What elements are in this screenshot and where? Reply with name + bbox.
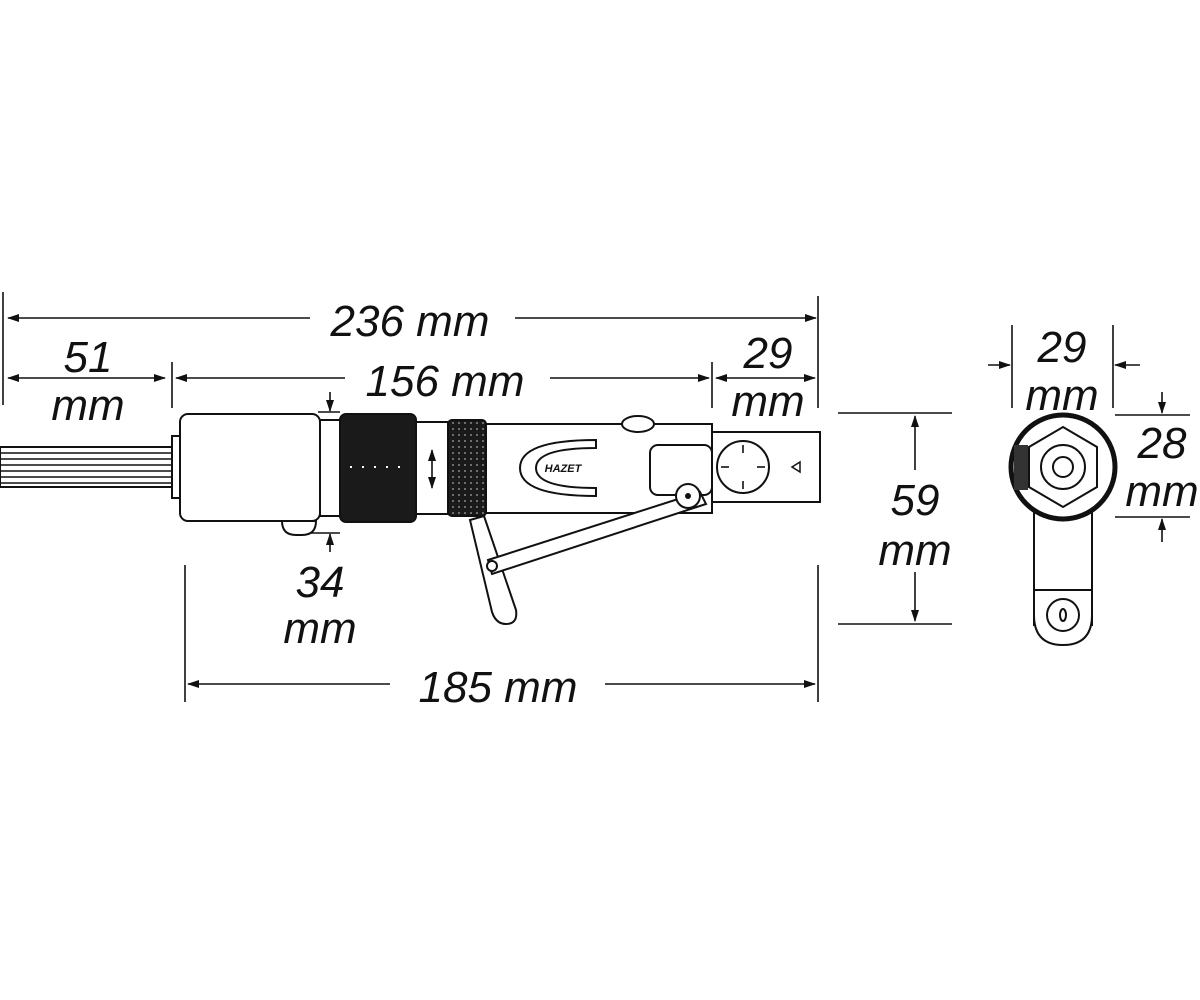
height-unit: mm <box>878 526 951 575</box>
unit: mm <box>451 357 524 406</box>
dimension-rear-length: 29 mm <box>715 329 816 426</box>
end-height-unit: mm <box>1125 467 1198 516</box>
end-height-value: 28 <box>1137 419 1187 468</box>
dimension-body-length: 156 mm <box>175 357 713 408</box>
rear-length-value: 29 <box>743 329 793 378</box>
unit: mm <box>504 663 577 712</box>
svg-text:185 mm: 185 mm <box>419 663 578 712</box>
tool-end-view <box>1008 412 1118 647</box>
collar-offset-value: 34 <box>296 558 345 607</box>
tool-side-view: HAZET <box>0 413 821 626</box>
air-inlet-dial <box>716 440 801 494</box>
needle-bundle <box>0 446 173 488</box>
dimension-housing-length: 185 mm <box>184 565 819 712</box>
dimension-end-height: 28 mm <box>1115 392 1199 542</box>
brand-logo: HAZET <box>518 438 597 498</box>
height-value: 59 <box>891 476 940 525</box>
end-width-unit: mm <box>1025 371 1098 420</box>
collar-pin <box>280 520 318 536</box>
rear-length-unit: mm <box>731 377 804 426</box>
dimension-collar-offset: 34 mm <box>283 392 357 653</box>
trigger-lever[interactable] <box>468 483 708 626</box>
unit: mm <box>416 297 489 346</box>
dimension-overall-length: 236 mm <box>2 292 819 408</box>
tool-length-value: 51 <box>64 333 113 382</box>
logo-text: HAZET <box>545 463 583 475</box>
dimension-height: 59 mm <box>838 412 952 625</box>
dimension-tool-length: 51 mm <box>7 333 173 430</box>
collar-offset-unit: mm <box>283 604 356 653</box>
dimension-end-width: 29 mm <box>988 323 1140 420</box>
tool-length-unit: mm <box>51 381 124 430</box>
svg-text:156 mm: 156 mm <box>366 357 525 406</box>
overall-length-value: 236 <box>330 297 405 346</box>
speed-regulator <box>447 419 487 517</box>
housing-length-value: 185 <box>419 663 493 712</box>
svg-text:236 mm: 236 mm <box>330 297 490 346</box>
end-width-value: 29 <box>1037 323 1087 372</box>
body-length-value: 156 <box>366 357 440 406</box>
